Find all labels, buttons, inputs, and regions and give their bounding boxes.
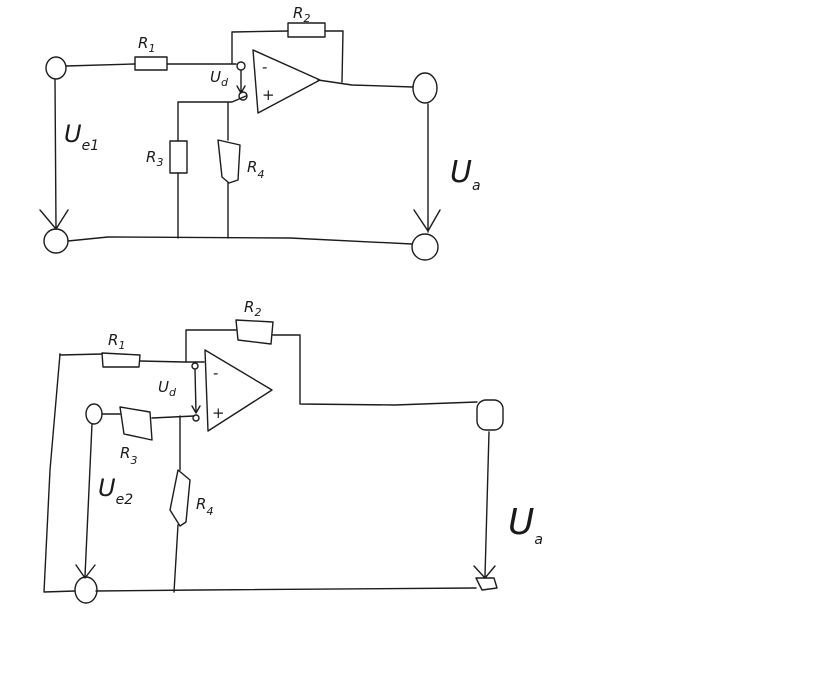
- label-r1: R1: [108, 331, 125, 352]
- label-r3: R3: [146, 148, 163, 169]
- opamp-minus-sign: -: [213, 364, 218, 382]
- wire: [95, 587, 477, 592]
- output-terminal-bottom: [411, 233, 439, 261]
- wire: [324, 30, 344, 83]
- output-voltage-arrow: [473, 431, 496, 579]
- opamp-plus-sign: +: [212, 404, 225, 422]
- wire: [185, 329, 237, 363]
- opamp-inverting-node: [191, 362, 199, 370]
- opamp-noninverting-node: [238, 91, 248, 101]
- opamp-plus-sign: +: [262, 86, 275, 104]
- wire: [139, 360, 205, 363]
- label-input-voltage: Ue1: [64, 120, 99, 154]
- input-terminal-top: [45, 56, 67, 80]
- resistor-r4: [169, 469, 191, 527]
- wire: [317, 79, 414, 88]
- output-terminal-bottom: [475, 577, 498, 591]
- wire: [177, 95, 247, 142]
- label-input-voltage: Ue2: [98, 474, 133, 508]
- wire: [151, 415, 195, 419]
- diff-voltage-arrow: [191, 369, 201, 414]
- resistor-r3: [119, 406, 153, 441]
- label-diff-voltage: Ud: [210, 68, 229, 89]
- input-voltage-arrow: [39, 79, 69, 230]
- opamp-inverting-node: [236, 61, 246, 71]
- opamp-minus-sign: -: [262, 58, 267, 76]
- wire: [231, 30, 289, 65]
- wire: [272, 334, 478, 406]
- input-terminal-bottom: [43, 228, 69, 254]
- input-voltage-arrow: [75, 423, 96, 579]
- circuit-2: - + R1 R2 R3 R4 Ue2 Ud Ua: [43, 298, 543, 604]
- label-r2: R2: [244, 298, 261, 319]
- label-diff-voltage: Ud: [158, 378, 177, 399]
- output-terminal-top: [476, 399, 504, 431]
- resistor-r4: [217, 139, 241, 184]
- opamp-triangle: [252, 49, 321, 114]
- resistor-r2: [235, 319, 274, 345]
- label-r4: R4: [196, 495, 213, 518]
- diff-voltage-arrow: [236, 70, 246, 94]
- label-r2: R2: [293, 4, 310, 25]
- wire: [173, 524, 179, 593]
- opamp-noninverting-node: [192, 414, 200, 422]
- resistor-r3: [169, 140, 188, 174]
- input-terminal-top: [85, 403, 103, 425]
- wire: [65, 63, 136, 67]
- resistor-r2: [287, 22, 326, 38]
- wire: [43, 353, 76, 593]
- resistor-r1: [134, 56, 168, 71]
- output-terminal-top: [412, 72, 438, 104]
- input-terminal-bottom: [74, 576, 98, 604]
- label-r3: R3: [120, 444, 137, 467]
- output-voltage-arrow: [413, 103, 441, 233]
- wire: [59, 353, 103, 356]
- circuit-1: - + R1 R2 R3 R4 Ue1 Ud Ua: [39, 4, 481, 261]
- opamp-triangle: [204, 349, 273, 432]
- label-r1: R1: [138, 34, 155, 55]
- wire: [67, 236, 413, 245]
- label-output-voltage: Ua: [508, 502, 543, 548]
- label-output-voltage: Ua: [450, 155, 481, 194]
- resistor-r1: [101, 352, 141, 368]
- label-r4: R4: [247, 158, 264, 181]
